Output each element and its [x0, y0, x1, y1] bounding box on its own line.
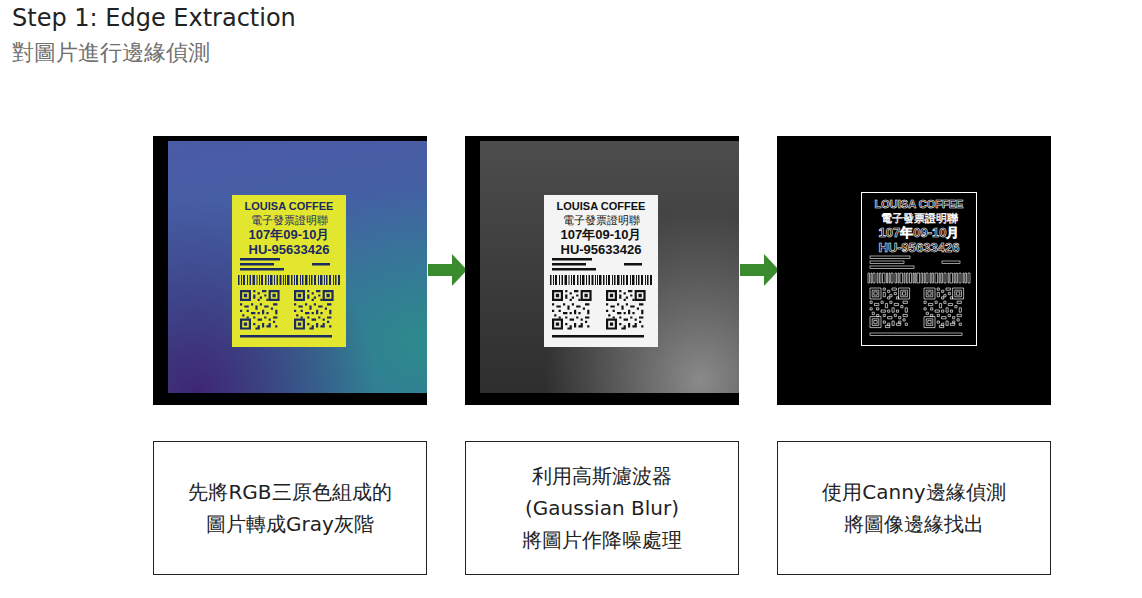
edge-photo: LOUISA COFFEE 電子發票證明聯 107年09-10月 HU-9563342…: [777, 136, 1051, 405]
flow-arrow: [740, 254, 779, 286]
step-text: 使用Canny邊緣偵測 將圖像邊緣找出: [794, 476, 1034, 540]
step-text: 先將RGB三原色組成的 圖片轉成Gray灰階: [170, 476, 410, 540]
step-text: 利用高斯濾波器 (Gaussian Blur) 將圖片作降噪處理: [507, 460, 697, 556]
receipt-text: 電子發票證明聯: [544, 215, 658, 226]
step-box: 利用高斯濾波器 (Gaussian Blur) 將圖片作降噪處理: [465, 441, 739, 575]
step-text-group: 使用Canny邊緣偵測 將圖像邊緣找出: [794, 476, 1034, 540]
step-box: 先將RGB三原色組成的 圖片轉成Gray灰階: [153, 441, 427, 575]
receipt: LOUISA COFFEE 電子發票證明聯 107年09-10月 HU-9563342…: [862, 193, 976, 345]
receipt-text: 107年09-10月: [862, 226, 976, 239]
receipt-text: 107年09-10月: [232, 228, 346, 241]
receipt-text: LOUISA COFFEE: [232, 201, 346, 212]
subtitle: 對圖片進行邊緣偵測: [12, 38, 210, 68]
receipt-text: HU-95633426: [862, 241, 976, 254]
diagram-title: Step 1: Edge Extraction: [12, 4, 296, 32]
receipt-text: 107年09-10月: [544, 228, 658, 241]
step-text-group: 先將RGB三原色組成的 圖片轉成Gray灰階: [170, 476, 410, 540]
receipt-text: HU-95633426: [232, 243, 346, 256]
step-text-group: 利用高斯濾波器 (Gaussian Blur) 將圖片作降噪處理: [507, 460, 697, 556]
receipt: LOUISA COFFEE 電子發票證明聯 107年09-10月 HU-9563342…: [544, 195, 658, 347]
receipt: LOUISA COFFEE 電子發票證明聯 107年09-10月 HU-9563342…: [232, 195, 346, 347]
step-box: 使用Canny邊緣偵測 將圖像邊緣找出: [777, 441, 1051, 575]
receipt-text: 電子發票證明聯: [232, 215, 346, 226]
flow-arrow: [428, 254, 467, 286]
receipt-text: LOUISA COFFEE: [862, 199, 976, 210]
grayscale-photo: LOUISA COFFEE 電子發票證明聯 107年09-10月 HU-9563342…: [465, 136, 739, 405]
colormap-photo: LOUISA COFFEE 電子發票證明聯 107年09-10月 HU-9563342…: [153, 136, 427, 405]
receipt-text: HU-95633426: [544, 243, 658, 256]
receipt-text: 電子發票證明聯: [862, 213, 976, 224]
receipt-text: LOUISA COFFEE: [544, 201, 658, 212]
